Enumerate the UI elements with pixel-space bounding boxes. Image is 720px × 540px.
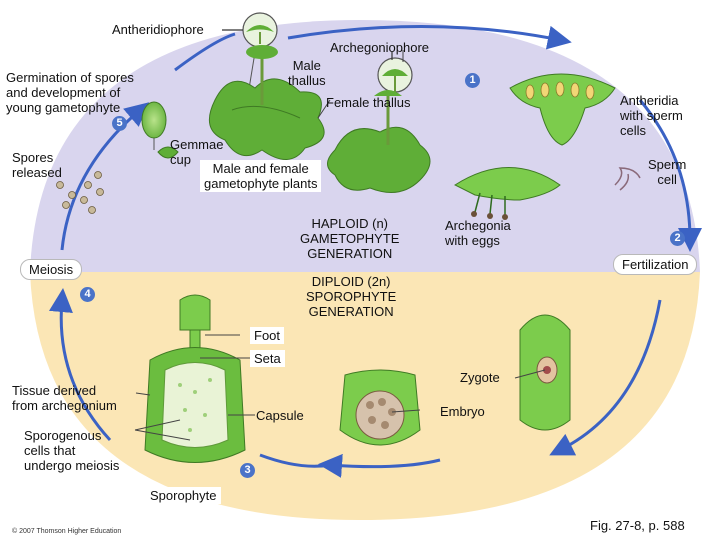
young-gametophyte [141, 101, 167, 150]
label-male-thallus: Male thallus [288, 58, 326, 88]
archegonia-section [453, 167, 561, 220]
label-sperm-cell: Sperm cell [648, 157, 687, 187]
step-badge-2: 2 [670, 231, 685, 246]
copyright-text: © 2007 Thomson Higher Education [12, 528, 122, 535]
label-embryo: Embryo [440, 404, 485, 419]
label-gametophyte-plants: Male and female gametophyte plants [200, 160, 322, 192]
label-gemmae-cup: Gemmae cup [170, 137, 224, 167]
label-archegonia: Archegonia with eggs [445, 218, 511, 248]
label-sporophyte: Sporophyte [146, 487, 221, 504]
gemmae-cup [157, 146, 179, 159]
label-capsule: Capsule [256, 408, 304, 423]
label-meiosis: Meiosis [20, 259, 83, 280]
antheridia-section [509, 73, 616, 146]
spores [56, 171, 104, 214]
label-sporogenous: Sporogenous cells that undergo meiosis [24, 428, 120, 473]
step-badge-3: 3 [240, 463, 255, 478]
sperm-cell [614, 167, 641, 191]
zygote-structure [519, 314, 571, 431]
label-antheridiophore: Antheridiophore [112, 22, 204, 37]
male-thallus-plant [208, 45, 325, 160]
label-foot: Foot [250, 327, 285, 344]
label-zygote: Zygote [460, 370, 500, 385]
label-spores-released: Spores released [12, 150, 62, 180]
label-seta: Seta [250, 350, 285, 367]
step-badge-4: 4 [80, 287, 95, 302]
label-diploid: DIPLOID (2n) SPOROPHYTE GENERATION [306, 274, 397, 319]
female-thallus-plant [327, 90, 431, 193]
label-archegoniophore: Archegoniophore [330, 40, 430, 55]
archegoniophore-inset [377, 52, 413, 93]
label-fertilization: Fertilization [613, 254, 698, 275]
label-haploid: HAPLOID (n) GAMETOPHYTE GENERATION [300, 216, 400, 261]
step-badge-5: 5 [112, 116, 127, 131]
embryo-structure [339, 369, 421, 446]
label-antheridia: Antheridia with sperm cells [620, 93, 683, 138]
label-tissue-derived: Tissue derived from archegonium [12, 383, 117, 413]
sporophyte-structure [144, 294, 246, 463]
label-germination: Germination of spores and development of… [6, 70, 134, 115]
label-female-thallus: Female thallus [326, 95, 411, 110]
figure-caption: Fig. 27-8, p. 588 [590, 518, 685, 533]
step-badge-1: 1 [465, 73, 480, 88]
